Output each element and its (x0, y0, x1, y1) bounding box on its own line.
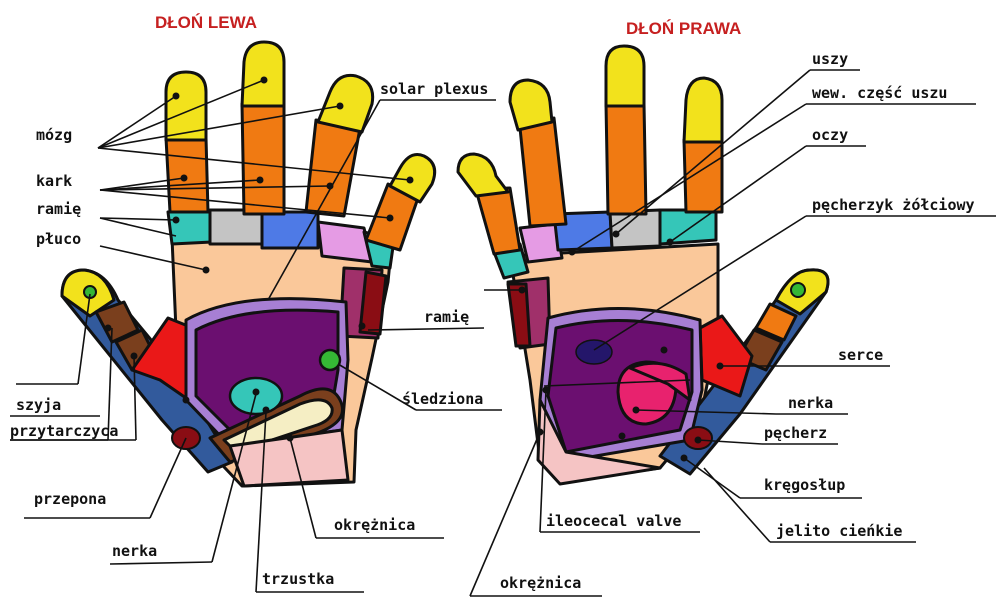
lung-top-region (318, 222, 372, 262)
label-ileocecal: ileocecal valve (546, 512, 681, 530)
label-szyja: szyja (16, 396, 61, 414)
label-pecherzyk: pęcherzyk żółciowy (812, 196, 975, 214)
label-trzustka: trzustka (262, 570, 334, 588)
label-wew-czesc-uszu: wew. część uszu (812, 84, 947, 102)
left-hand-title: DŁOŃ LEWA (155, 13, 257, 32)
label-okreznica-left: okrężnica (334, 516, 415, 534)
label-ramie-2: ramię (424, 308, 469, 326)
finger-little-right (684, 140, 722, 212)
right-hand-title: DŁOŃ PRAWA (626, 19, 741, 38)
thumb-right-dot (791, 283, 805, 297)
finger-middle-right (520, 118, 566, 226)
label-pecherz: pęcherz (764, 424, 827, 442)
spleen-region (320, 350, 340, 370)
label-oczy: oczy (812, 126, 848, 144)
finger-index-right (476, 188, 520, 254)
label-kregoslup: kręgosłup (764, 476, 845, 494)
labels: mózg kark ramię płuco solar plexus ramię… (10, 50, 975, 592)
label-nerka-right: nerka (788, 394, 833, 412)
label-solar-plexus: solar plexus (380, 80, 488, 98)
finger-index-right-tip (458, 154, 508, 196)
finger-little-right-tip (684, 78, 722, 142)
label-sledziona: śledziona (402, 390, 483, 408)
right-hand (458, 46, 828, 484)
left-hand (62, 42, 435, 486)
finger-ring (242, 104, 284, 214)
finger-ring-right (606, 104, 646, 214)
label-mozg: mózg (36, 126, 72, 144)
finger-middle-tip (318, 75, 373, 132)
label-nerka-left: nerka (112, 542, 157, 560)
label-pluco: płuco (36, 230, 81, 248)
finger-middle (306, 120, 360, 216)
label-przytarczyca: przytarczyca (10, 422, 118, 440)
solar-plexus-zone-region (262, 212, 318, 248)
finger-little (166, 138, 208, 212)
finger-middle-right-tip (510, 80, 552, 130)
label-serce: serce (838, 346, 883, 364)
label-okreznica-right: okrężnica (500, 574, 581, 592)
label-kark: kark (36, 172, 72, 190)
inner-ears-zone-region (610, 210, 660, 248)
arm-inner-region-right (508, 284, 530, 346)
label-przepona: przepona (34, 490, 106, 508)
label-ramie: ramię (36, 200, 81, 218)
finger-ring-right-tip (606, 46, 644, 106)
heart-region-right (700, 316, 752, 396)
finger-ring-tip (242, 42, 284, 106)
label-jelito: jelito cieńkie (776, 522, 902, 540)
gallbladder-region (576, 340, 612, 364)
label-uszy: uszy (812, 50, 848, 68)
